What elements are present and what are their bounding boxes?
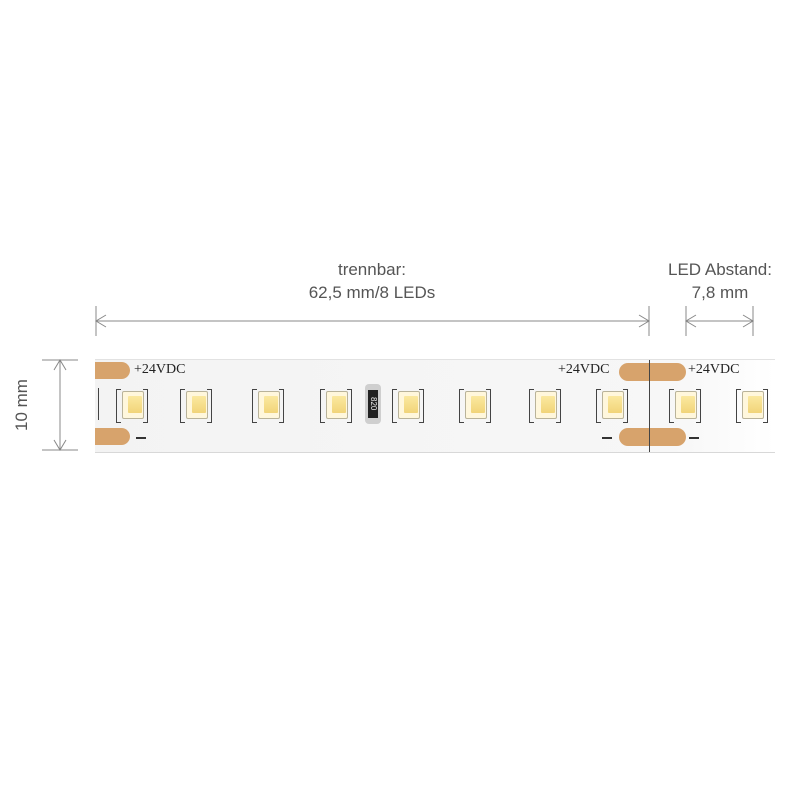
solder-pad-positive	[95, 362, 130, 379]
negative-label	[689, 437, 699, 439]
led-chip	[596, 389, 628, 423]
pitch-label: LED Abstand:	[668, 260, 772, 279]
led-chip	[736, 389, 768, 423]
cut-line	[98, 388, 99, 420]
solder-pad-negative	[619, 428, 686, 446]
cut-dimension-line	[95, 306, 650, 336]
resistor: 820	[365, 384, 381, 424]
led-chip	[252, 389, 284, 423]
resistor-code: 820	[368, 390, 378, 418]
solder-pad-negative	[95, 428, 130, 445]
negative-label	[602, 437, 612, 439]
width-dimension-line	[42, 359, 78, 451]
pitch-dimension-line	[685, 306, 754, 336]
led-chip	[392, 389, 424, 423]
led-chip	[116, 389, 148, 423]
cut-value: 62,5 mm/8 LEDs	[308, 283, 436, 302]
led-chip	[459, 389, 491, 423]
led-chip	[320, 389, 352, 423]
voltage-label: +24VDC	[558, 362, 610, 377]
voltage-label: +24VDC	[688, 362, 740, 377]
led-chip	[529, 389, 561, 423]
cut-line	[649, 360, 650, 452]
negative-label	[136, 437, 146, 439]
solder-pad-positive	[619, 363, 686, 381]
voltage-label: +24VDC	[134, 362, 186, 377]
cut-label: trennbar:	[337, 260, 407, 279]
led-chip	[180, 389, 212, 423]
pitch-value: 7,8 mm	[691, 283, 749, 302]
led-chip	[669, 389, 701, 423]
